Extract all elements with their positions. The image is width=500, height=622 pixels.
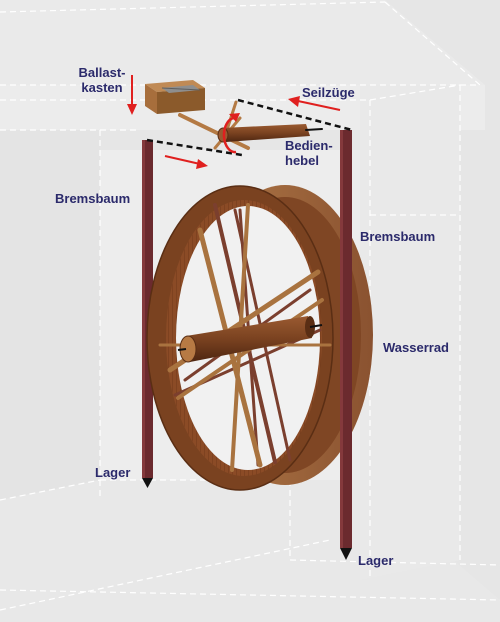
ballastkasten-label-line2: kasten bbox=[81, 80, 123, 95]
ballastkasten-label: Ballast- kasten bbox=[77, 65, 127, 95]
bedienhebel-label: Bedien- hebel bbox=[285, 138, 333, 168]
red-arrows bbox=[127, 75, 341, 169]
seilzuege-cables bbox=[146, 98, 353, 157]
lager-left-label: Lager bbox=[95, 465, 131, 480]
seilzuege-label: Seilzüge bbox=[302, 85, 355, 100]
rotation-arrow-icon bbox=[222, 113, 240, 154]
bremsbaum-right-label: Bremsbaum bbox=[360, 229, 436, 244]
wasserrad-label: Wasserrad bbox=[383, 340, 449, 355]
bedienhebel-label-line1: Bedien- bbox=[285, 138, 333, 153]
bremsbaum-left-label: Bremsbaum bbox=[55, 191, 131, 206]
bedienhebel-label-line2: hebel bbox=[285, 153, 319, 168]
bremsbaum-right-beam bbox=[340, 130, 352, 560]
wasserrad-axle bbox=[177, 316, 323, 363]
lager-right-label: Lager bbox=[358, 553, 394, 568]
ballastkasten-label-line1: Ballast- bbox=[78, 65, 126, 80]
bremsbaum-left-beam bbox=[142, 140, 153, 488]
ballastkasten-box bbox=[145, 80, 205, 114]
